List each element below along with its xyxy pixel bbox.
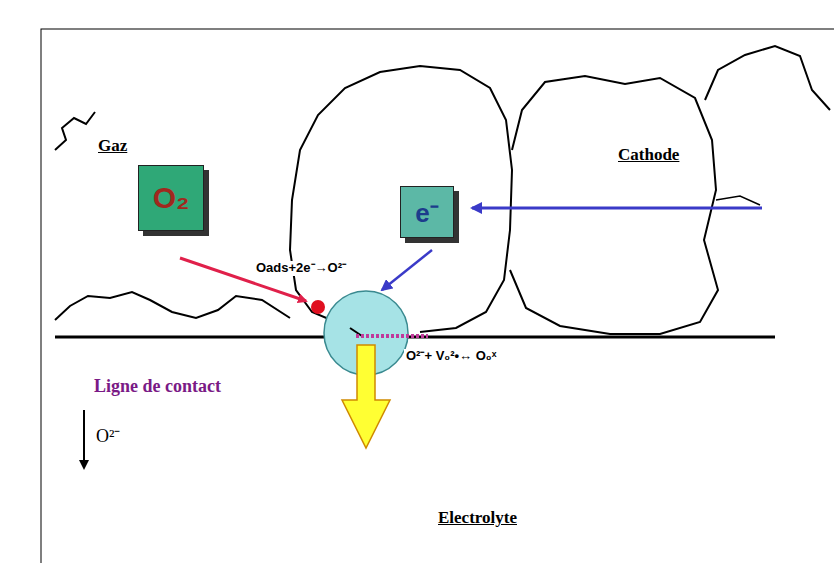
electrolyte-surface [55,336,775,339]
electron-arrow [472,207,762,210]
reaction-equation: Oads+2e⁻→O²⁻ [254,261,348,276]
region-label: Ligne de contact [94,376,221,397]
cathode-grain [290,66,512,332]
species-box: e⁻ [400,186,454,238]
ion-flow-arrow [83,410,85,468]
region-label: Electrolyte [438,508,517,528]
frame [41,29,834,563]
ion-arrow [342,345,390,448]
contact-line [356,334,428,338]
grain-outline [55,292,290,320]
species-symbol: e⁻ [415,194,438,230]
electron-arrow [382,250,432,290]
reaction-equation: O²⁻+ V₀²•↔ O₀ˣ [404,349,498,364]
species-box: O₂ [138,165,204,231]
region-label: Cathode [618,145,679,165]
species-symbol: O₂ [153,181,190,215]
cathode-grain [705,46,830,110]
grain-outline [55,112,95,150]
grain-outline [716,196,760,205]
ion-label: O²⁻ [96,426,120,447]
cathode-grain [510,76,718,334]
region-label: Gaz [98,136,127,156]
adsorbed-oxygen [311,300,325,314]
